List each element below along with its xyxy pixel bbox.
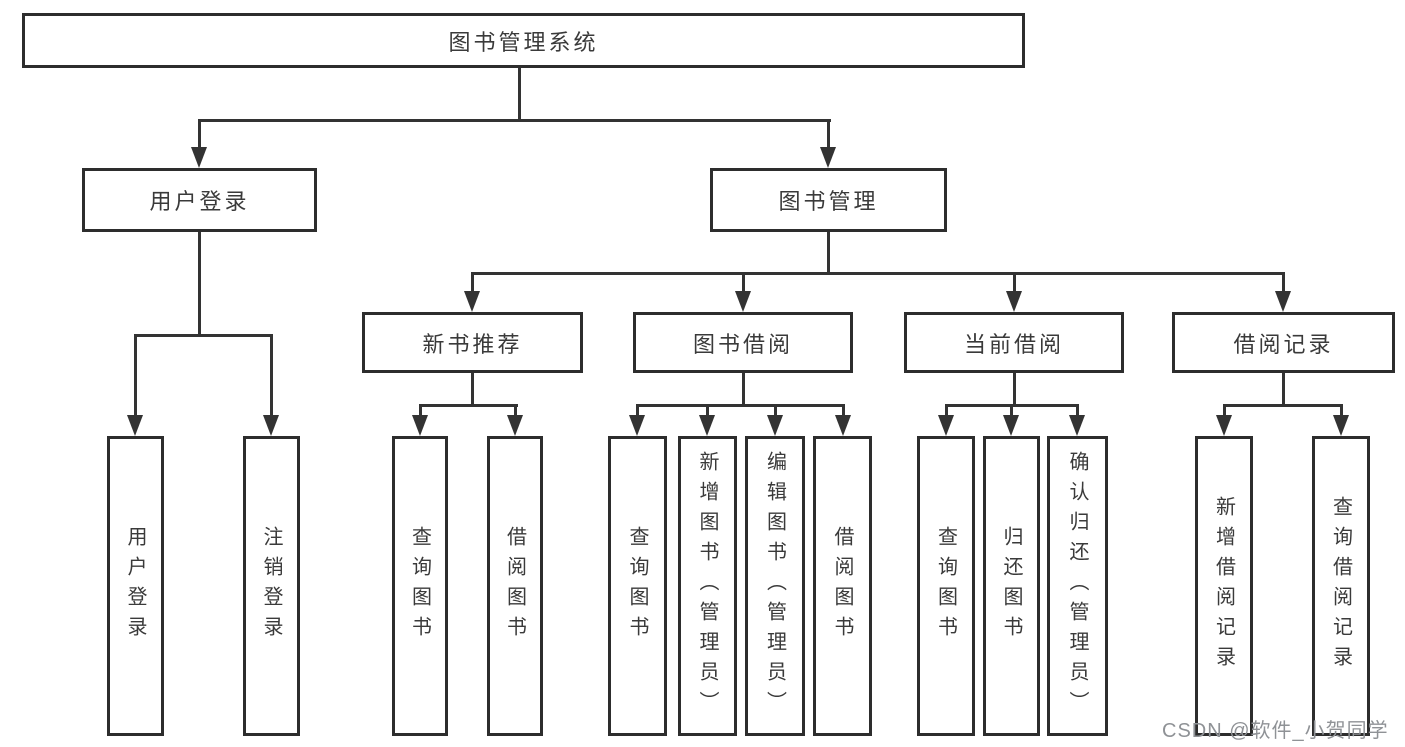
arrowhead-icon [1069, 415, 1085, 436]
leaf-current-return-label: 归还图书 [1000, 526, 1022, 646]
arrowhead-icon [1006, 291, 1022, 312]
arrowhead-icon [629, 415, 645, 436]
arrowhead-icon [1275, 291, 1291, 312]
leaf-current-confirm-return-label: 确认归还（管理员） [1066, 451, 1088, 721]
leaf-current-return: 归还图书 [983, 436, 1040, 736]
connector [419, 404, 422, 417]
connector [1010, 404, 1013, 417]
leaf-borrow-add-book-label: 新增图书（管理员） [696, 451, 718, 721]
node-root-label: 图书管理系统 [448, 29, 599, 55]
node-book-management: 图书管理 [710, 168, 947, 232]
leaf-borrow-book: 借阅图书 [813, 436, 872, 736]
connector [1076, 404, 1079, 417]
node-book-management-label: 图书管理 [778, 189, 879, 214]
arrowhead-icon [127, 415, 143, 436]
node-user-login: 用户登录 [82, 168, 317, 232]
leaf-borrow-query-label: 查询图书 [626, 526, 648, 646]
connector [742, 272, 745, 293]
leaf-current-query-label: 查询图书 [934, 526, 957, 646]
connector [134, 334, 137, 417]
connector [471, 272, 474, 293]
connector [636, 404, 639, 417]
leaf-borrow-edit-book: 编辑图书（管理员） [745, 436, 805, 736]
node-borrow-records-label: 借阅记录 [1233, 331, 1334, 357]
arrowhead-icon [1216, 415, 1232, 436]
arrowhead-icon [464, 291, 480, 312]
arrowhead-icon [1333, 415, 1349, 436]
node-book-borrow-label: 图书借阅 [692, 331, 793, 357]
connector [198, 232, 201, 336]
connector [1282, 272, 1285, 293]
leaf-logout-label: 注销登录 [260, 526, 282, 646]
arrowhead-icon [191, 147, 207, 168]
arrowhead-icon [735, 291, 751, 312]
connector [742, 373, 745, 406]
node-borrow-records: 借阅记录 [1172, 312, 1395, 373]
arrowhead-icon [938, 415, 954, 436]
arrowhead-icon [507, 415, 523, 436]
connector [1282, 373, 1285, 406]
connector [1223, 404, 1226, 417]
connector [198, 119, 201, 150]
leaf-borrow-book-label: 借阅图书 [831, 526, 853, 646]
arrowhead-icon [835, 415, 851, 436]
connector [471, 373, 474, 406]
leaf-current-confirm-return: 确认归还（管理员） [1047, 436, 1108, 736]
connector [1340, 404, 1343, 417]
leaf-user-login: 用户登录 [107, 436, 164, 736]
arrowhead-icon [820, 147, 836, 168]
node-root: 图书管理系统 [22, 13, 1025, 68]
connector [1013, 373, 1016, 406]
leaf-current-query: 查询图书 [917, 436, 975, 736]
connector [1223, 404, 1343, 407]
connector [774, 404, 777, 417]
connector [514, 404, 517, 417]
connector [842, 404, 845, 417]
arrowhead-icon [263, 415, 279, 436]
leaf-user-login-label: 用户登录 [124, 526, 146, 646]
node-book-borrow: 图书借阅 [633, 312, 853, 373]
node-current-borrow-label: 当前借阅 [963, 331, 1064, 357]
connector [471, 272, 1284, 275]
leaf-record-query-label: 查询借阅记录 [1329, 496, 1352, 676]
node-new-book-recommend-label: 新书推荐 [422, 331, 523, 357]
node-current-borrow: 当前借阅 [904, 312, 1124, 373]
leaf-record-add: 新增借阅记录 [1195, 436, 1253, 736]
connector [134, 334, 273, 337]
watermark: CSDN @软件_小贺同学 [1162, 720, 1389, 742]
leaf-newbook-query-label: 查询图书 [408, 526, 431, 646]
connector [827, 119, 830, 150]
connector [198, 119, 831, 122]
leaf-newbook-borrow: 借阅图书 [487, 436, 543, 736]
connector [827, 232, 830, 274]
arrowhead-icon [412, 415, 428, 436]
connector [636, 404, 845, 407]
connector [270, 334, 273, 417]
connector [518, 68, 521, 121]
leaf-newbook-query: 查询图书 [392, 436, 448, 736]
connector [419, 404, 518, 407]
leaf-borrow-query: 查询图书 [608, 436, 667, 736]
leaf-newbook-borrow-label: 借阅图书 [503, 526, 526, 646]
leaf-record-add-label: 新增借阅记录 [1212, 496, 1235, 676]
arrowhead-icon [699, 415, 715, 436]
connector [706, 404, 709, 417]
leaf-logout: 注销登录 [243, 436, 300, 736]
connector [945, 404, 948, 417]
arrowhead-icon [1003, 415, 1019, 436]
leaf-borrow-edit-book-label: 编辑图书（管理员） [763, 451, 786, 721]
leaf-record-query: 查询借阅记录 [1312, 436, 1370, 736]
connector [1013, 272, 1016, 293]
node-user-login-label: 用户登录 [149, 189, 250, 214]
arrowhead-icon [767, 415, 783, 436]
node-new-book-recommend: 新书推荐 [362, 312, 583, 373]
leaf-borrow-add-book: 新增图书（管理员） [678, 436, 737, 736]
